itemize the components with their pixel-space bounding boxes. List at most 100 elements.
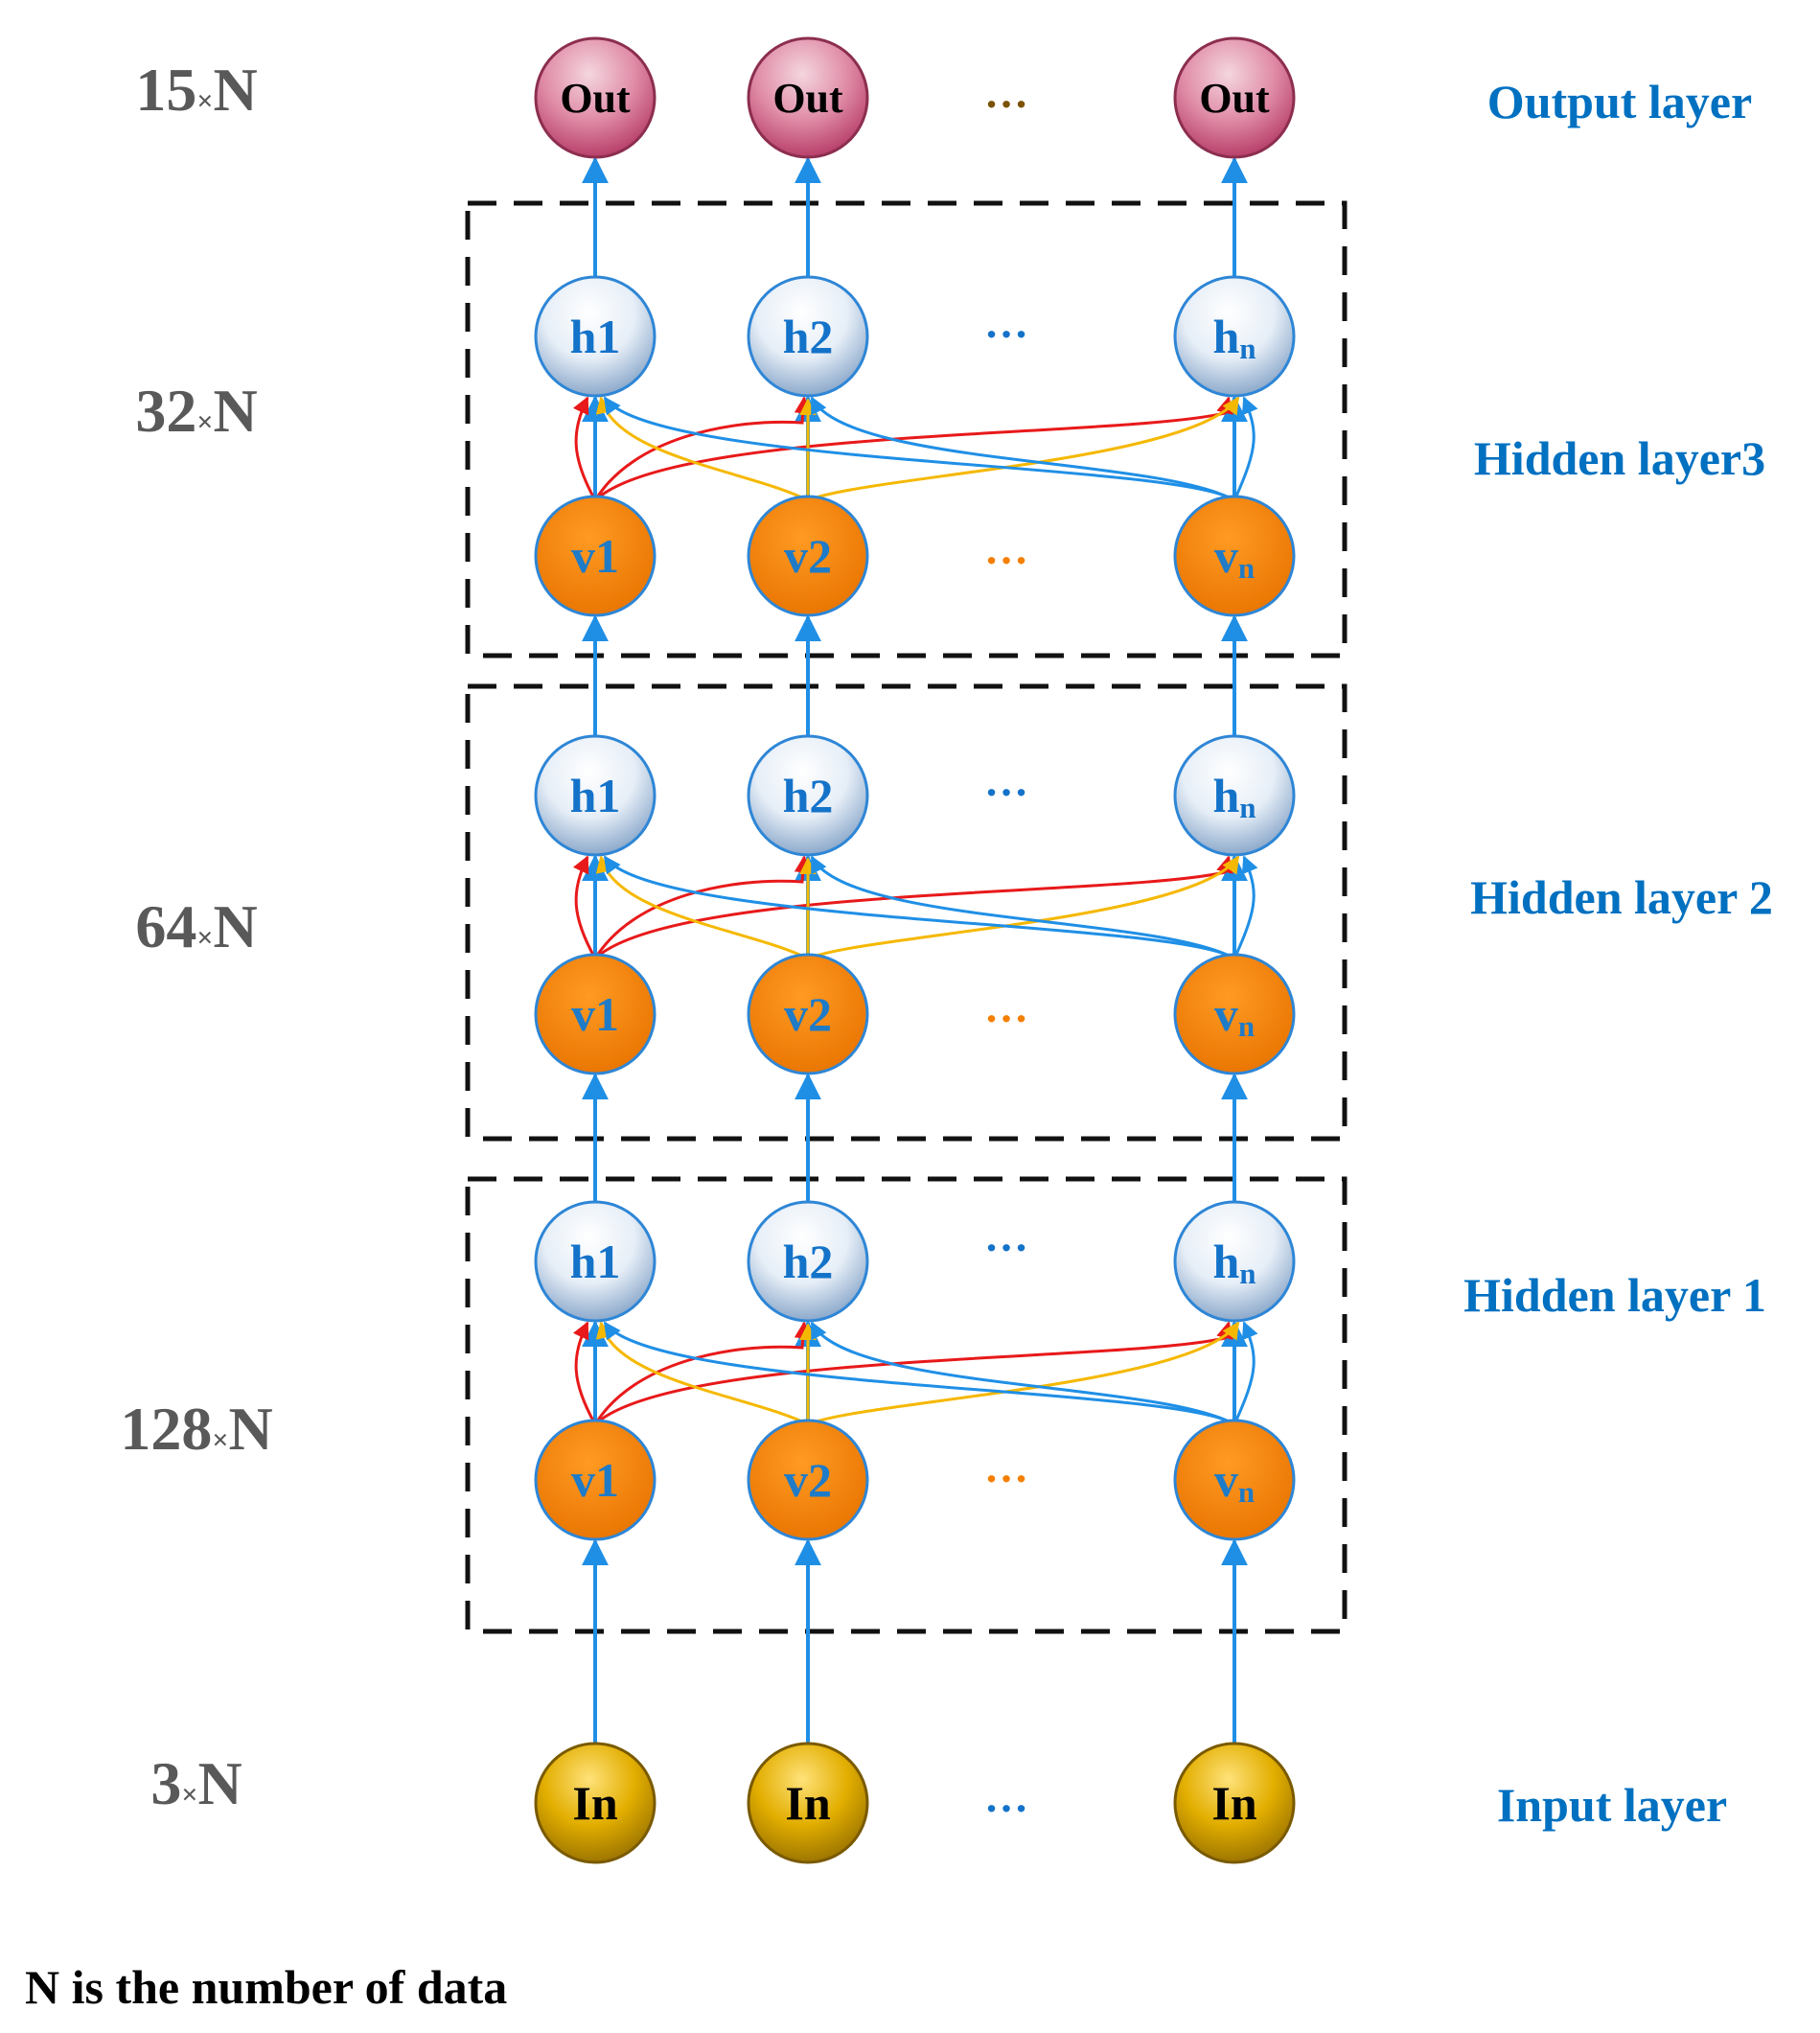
layer-label-input: Input layer — [1497, 1778, 1727, 1832]
v3-node-2-label: v2 — [784, 529, 832, 583]
rbm-boxes — [465, 200, 1348, 1634]
v1-node-n-circle — [1173, 1419, 1296, 1541]
ellipsis-h2: … — [984, 756, 1028, 805]
v3-node-n: vn — [1173, 495, 1296, 617]
vertical-arrows — [582, 156, 1248, 1744]
edge-rbm1-v1-h1 — [572, 396, 597, 501]
v2-node-1-circle — [534, 953, 657, 1075]
output-node-2: Out — [747, 36, 869, 159]
v2-node-n-label: vn — [1214, 987, 1255, 1043]
v3-node-1-label: v1 — [571, 529, 619, 583]
v1-node-n-label: vn — [1214, 1453, 1255, 1509]
edge-rbm2-v2-hn — [807, 855, 1240, 960]
edge-rbm1-vn-hn — [1233, 396, 1258, 501]
edge-rbm3-vn-hn — [1233, 1321, 1258, 1425]
v1-node-2-circle — [747, 1419, 869, 1541]
v1-node-1-circle — [534, 1419, 657, 1541]
h3-node-n-circle — [1173, 275, 1296, 398]
v3-node-n-circle — [1173, 495, 1296, 617]
edge-rbm3-v2-hn — [807, 1321, 1240, 1426]
edge-rbm2-vn-hn — [1233, 855, 1258, 959]
v2-node-n-circle — [1173, 953, 1296, 1075]
h1-node-2-circle — [747, 1200, 869, 1323]
ellipsis-h3: … — [984, 298, 1028, 347]
layer-label-hidden2: Hidden layer 2 — [1470, 870, 1773, 924]
dim-label-input: 3×N — [150, 1749, 242, 1817]
v1-node-2-label: v2 — [784, 1453, 832, 1507]
h3-node-n-label: hn — [1212, 310, 1256, 365]
dim-label-hidden1: 128×N — [120, 1395, 272, 1463]
input-node-1-label: In — [572, 1776, 617, 1830]
output-node-1-label: Out — [560, 75, 631, 122]
v2-node-n: vn — [1173, 953, 1296, 1075]
h2-node-n: hn — [1173, 734, 1296, 857]
h1-node-n: hn — [1173, 1200, 1296, 1323]
edge-rbm1-v2-hn — [807, 396, 1240, 502]
h1-node-n-label: hn — [1212, 1235, 1256, 1290]
output-node-3: Out — [1173, 36, 1296, 159]
edge-rbm3-vn-h1 — [603, 1321, 1235, 1426]
edge-rbm2-vn-h1 — [603, 855, 1235, 960]
input-node-2: In — [747, 1742, 869, 1864]
edge-rbm2-vn-h2 — [810, 855, 1235, 960]
h2-node-n-label: hn — [1212, 769, 1256, 824]
cross-edges — [572, 396, 1258, 1426]
edge-rbm2-v1-h1 — [572, 855, 597, 959]
h2-node-n-circle — [1173, 734, 1296, 857]
v3-node-1-circle — [534, 495, 657, 617]
input-node-3-circle — [1173, 1742, 1296, 1864]
v3-node-2-circle — [747, 495, 869, 617]
input-node-2-circle — [747, 1742, 869, 1864]
v2-node-2: v2 — [747, 953, 869, 1075]
ellipsis-h1: … — [984, 1212, 1028, 1260]
h1-node-1: h1 — [534, 1200, 657, 1323]
output-node-1: Out — [534, 36, 657, 159]
input-node-3: In — [1173, 1742, 1296, 1864]
dim-label-hidden3: 32×N — [135, 377, 257, 445]
rbm-box-hidden-layer-1 — [465, 1176, 1348, 1634]
ellipsis-input: … — [984, 1772, 1028, 1821]
edge-rbm1-v1-hn — [593, 396, 1233, 502]
edge-rbm2-v1-hn — [593, 855, 1233, 960]
ellipsis-v2: … — [984, 982, 1028, 1031]
edge-rbm3-vn-h2 — [810, 1321, 1235, 1426]
layer-label-hidden1: Hidden layer 1 — [1463, 1268, 1766, 1322]
footnote: N is the number of data — [25, 1960, 507, 2014]
output-node-2-label: Out — [772, 75, 843, 122]
rbm-box-hidden-layer-3 — [465, 200, 1348, 658]
dim-label-hidden2: 64×N — [135, 892, 257, 960]
h1-node-1-label: h1 — [570, 1235, 621, 1288]
edge-rbm1-vn-h1 — [603, 396, 1235, 502]
h3-node-1: h1 — [534, 275, 657, 398]
h3-node-1-label: h1 — [570, 310, 621, 363]
input-node-2-label: In — [785, 1776, 830, 1830]
v3-node-n-label: vn — [1214, 529, 1255, 585]
ellipsis-output: … — [984, 68, 1028, 117]
v1-node-n: vn — [1173, 1419, 1296, 1541]
v2-node-2-circle — [747, 953, 869, 1075]
dimension-labels: 15×N 32×N 64×N 128×N 3×N — [120, 56, 272, 1817]
h1-node-1-circle — [534, 1200, 657, 1323]
dim-label-output: 15×N — [135, 56, 257, 124]
h1-node-n-circle — [1173, 1200, 1296, 1323]
v3-node-2: v2 — [747, 495, 869, 617]
v1-node-1-label: v1 — [571, 1453, 619, 1507]
edge-rbm1-v2-h1 — [595, 396, 809, 502]
edge-rbm3-v1-hn — [593, 1321, 1233, 1426]
edge-rbm1-vn-h2 — [810, 396, 1235, 502]
edge-rbm2-v2-h1 — [595, 855, 809, 960]
h1-node-2: h2 — [747, 1200, 869, 1323]
input-node-1: In — [534, 1742, 657, 1864]
edge-rbm3-v2-h1 — [595, 1321, 809, 1426]
v1-node-2: v2 — [747, 1419, 869, 1541]
h1-node-2-label: h2 — [783, 1235, 834, 1288]
ellipsis-v1: … — [984, 1443, 1028, 1491]
output-node-3-circle — [1173, 36, 1296, 159]
h3-node-1-circle — [534, 275, 657, 398]
v1-node-1: v1 — [534, 1419, 657, 1541]
layer-labels: Output layer Hidden layer3 Hidden layer … — [1463, 75, 1773, 1832]
h3-node-2-circle — [747, 275, 869, 398]
h2-node-1-label: h1 — [570, 769, 621, 822]
h3-node-2: h2 — [747, 275, 869, 398]
output-node-3-label: Out — [1199, 75, 1270, 122]
